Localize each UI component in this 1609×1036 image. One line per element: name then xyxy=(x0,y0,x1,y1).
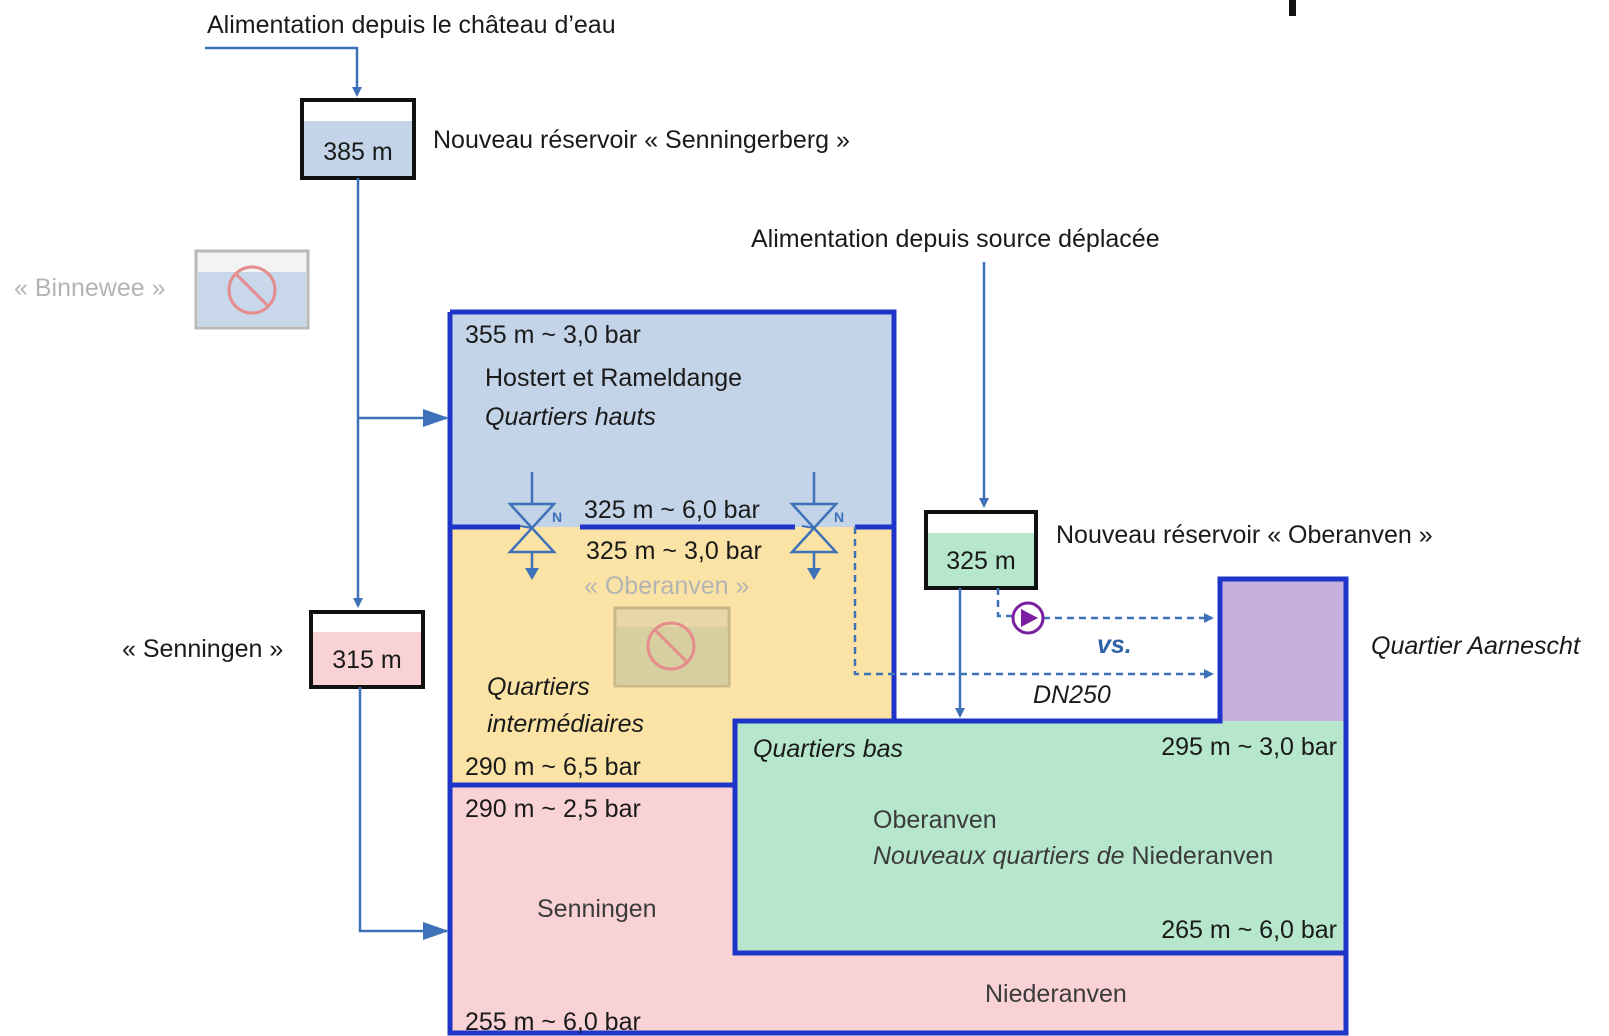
intermediate-zone-top-level: 325 m ~ 3,0 bar xyxy=(586,537,762,565)
pump-icon xyxy=(1011,601,1045,635)
pressure-reducing-valve-icon: N xyxy=(507,472,562,580)
oberanven-new-label: Nouveau réservoir « Oberanven » xyxy=(1056,521,1433,549)
cropped-glyph xyxy=(1289,0,1296,16)
senningerberg-level: 385 m xyxy=(323,138,392,166)
versus-label: vs. xyxy=(1097,631,1132,659)
svg-text:N: N xyxy=(552,509,562,525)
tower-supply-pipe xyxy=(205,46,362,97)
oberanven-old-reservoir-label: « Oberanven » xyxy=(584,572,749,600)
dn250-label: DN250 xyxy=(1033,681,1111,709)
high-zone-bottom-level: 325 m ~ 6,0 bar xyxy=(584,496,760,524)
low-zone-subtitle: Quartiers bas xyxy=(753,735,903,763)
prohibited-icon xyxy=(227,265,277,315)
senningerberg-reservoir: 385 m xyxy=(300,98,416,180)
niederanven-zone-bottom-level: 255 m ~ 6,0 bar xyxy=(465,1008,641,1036)
zone-borders xyxy=(447,309,1349,1036)
low-zone-new-quarters-place: Niederanven xyxy=(1132,842,1274,870)
intermediate-zone-bottom-level: 290 m ~ 6,5 bar xyxy=(465,753,641,781)
senningen-zone-top-level: 290 m ~ 2,5 bar xyxy=(465,795,641,823)
tower-supply-label: Alimentation depuis le château d’eau xyxy=(207,11,616,39)
oberanven-old-reservoir xyxy=(613,606,731,688)
pressure-reducing-valve-icon: N xyxy=(789,472,844,580)
intermediate-zone-subtitle-2: intermédiaires xyxy=(487,710,644,738)
senningen-feed-pipe xyxy=(358,687,449,940)
high-zone-top-level: 355 m ~ 3,0 bar xyxy=(465,321,641,349)
senningen-level: 315 m xyxy=(332,646,401,674)
low-zone-new-quarters: Nouveaux quartiers de Niederanven xyxy=(873,842,1273,870)
low-zone-fill xyxy=(735,721,1346,953)
intermediate-zone-subtitle-1: Quartiers xyxy=(487,673,590,701)
pump-pipe-dashed xyxy=(996,588,1212,618)
oberanven-new-reservoir: 325 m xyxy=(924,510,1038,590)
senningen-zone-fill xyxy=(450,785,735,953)
binnewee-label: « Binnewee » xyxy=(14,274,166,302)
senningerberg-label: Nouveau réservoir « Senningerberg » xyxy=(433,126,850,154)
niederanven-zone-name: Niederanven xyxy=(985,980,1127,1008)
low-zone-top-level: 295 m ~ 3,0 bar xyxy=(1161,733,1337,761)
aarnescht-label: Quartier Aarnescht xyxy=(1371,632,1581,660)
high-zone-subtitle: Quartiers hauts xyxy=(485,403,656,431)
senningen-reservoir-label: « Senningen » xyxy=(122,635,283,663)
low-zone-bottom-level: 265 m ~ 6,0 bar xyxy=(1161,916,1337,944)
high-zone-fill xyxy=(450,312,894,527)
low-zone-name: Oberanven xyxy=(873,806,997,834)
niederanven-zone-fill xyxy=(450,953,1346,1033)
senningen-zone-name: Senningen xyxy=(537,895,657,923)
svg-text:N: N xyxy=(834,509,844,525)
low-zone-new-quarters-prefix: Nouveaux quartiers de xyxy=(873,842,1125,870)
senningen-reservoir: 315 m xyxy=(309,610,425,689)
dn250-pipe-dashed xyxy=(853,527,1214,679)
binnewee-reservoir xyxy=(194,249,310,330)
oberanven-new-level: 325 m xyxy=(946,547,1015,575)
high-zone-name: Hostert et Rameldange xyxy=(485,364,742,392)
moved-source-label: Alimentation depuis source déplacée xyxy=(751,225,1160,253)
aarnescht-zone-fill xyxy=(1220,579,1346,721)
prohibited-icon xyxy=(646,621,696,671)
